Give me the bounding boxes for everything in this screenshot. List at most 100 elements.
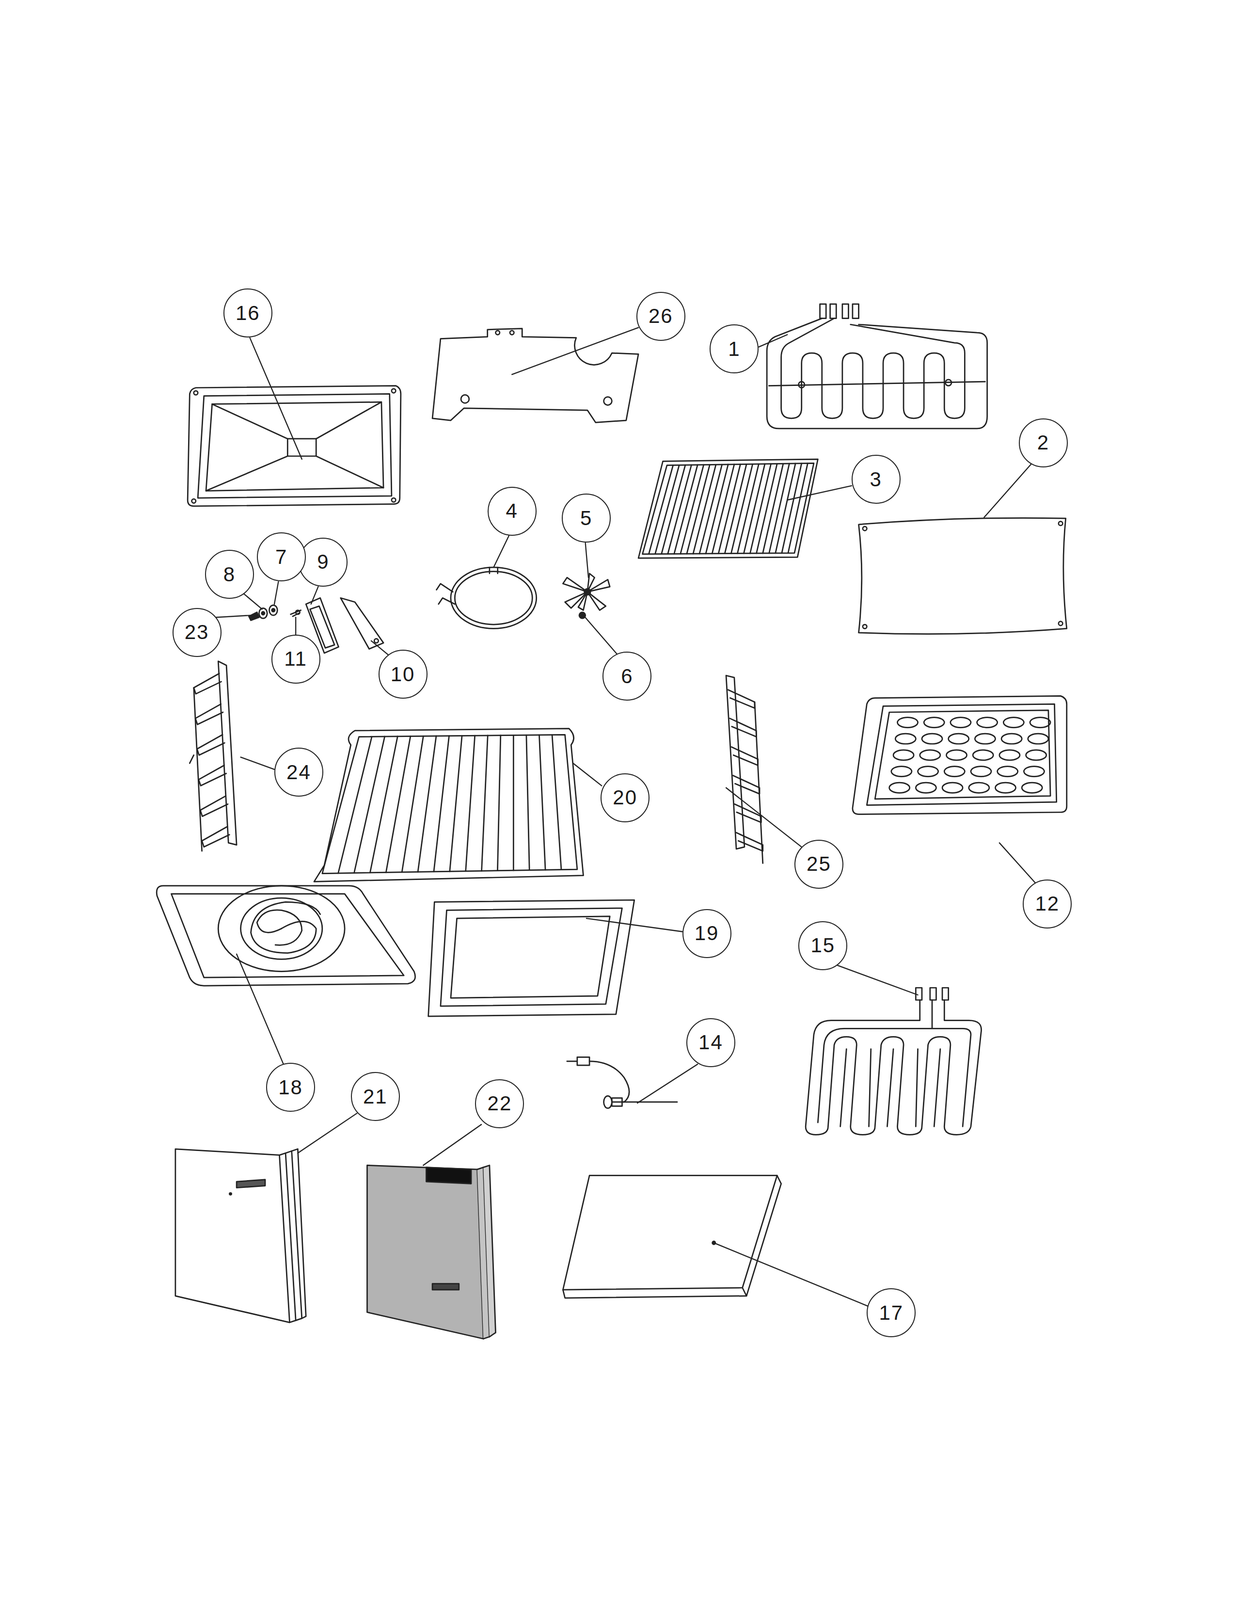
grill-pan <box>852 695 1067 814</box>
baking-pan <box>191 498 196 503</box>
manual-book <box>432 1283 460 1290</box>
baking-pan <box>316 456 384 488</box>
side-rack <box>193 687 203 851</box>
small-parts <box>271 608 275 612</box>
callout-circle: 23 <box>172 607 222 657</box>
temperature-probe <box>567 1060 578 1062</box>
callout-number: 18 <box>278 1077 303 1098</box>
heating-element <box>781 318 966 419</box>
fan-blade <box>562 573 610 611</box>
callout-circle: 3 <box>851 454 901 504</box>
bake-element <box>915 987 922 1000</box>
heating-element <box>842 303 849 318</box>
side-rack <box>196 734 225 755</box>
grill-pan <box>893 749 914 761</box>
leader-line <box>216 615 252 618</box>
side-rack <box>726 675 745 849</box>
grill-pan <box>1023 766 1045 777</box>
grill-pan <box>923 717 945 728</box>
wire-rack <box>743 463 765 554</box>
oven-rack <box>512 734 515 871</box>
wire-rack <box>718 464 741 554</box>
small-parts <box>290 610 302 617</box>
shallow-pan <box>450 916 610 998</box>
bake-element <box>817 999 971 1127</box>
grill-pan <box>918 766 939 777</box>
grill-pan <box>977 717 998 728</box>
callout-circle: 9 <box>298 537 348 587</box>
baking-pan <box>316 401 382 439</box>
leader-line <box>242 592 263 610</box>
baking-pan <box>206 456 288 492</box>
callout-number: 3 <box>870 469 883 490</box>
manual-book <box>483 1164 496 1337</box>
callout-circle: 14 <box>686 1017 736 1067</box>
shallow-pan <box>428 899 635 1016</box>
grill-pan <box>1021 782 1043 793</box>
callout-number: 24 <box>286 761 312 783</box>
callout-number: 15 <box>810 934 836 956</box>
grill-pan <box>852 695 1067 814</box>
shallow-pan <box>428 899 635 1016</box>
callout-number: 17 <box>878 1302 904 1323</box>
callout-circle: 5 <box>561 493 611 543</box>
small-parts <box>261 611 265 615</box>
grill-pan <box>1030 717 1051 728</box>
packing-box <box>562 1174 777 1290</box>
cover-plate <box>509 330 514 335</box>
leader-line <box>787 485 852 500</box>
grill-pan <box>970 766 992 777</box>
grill-pan <box>889 782 910 793</box>
oven-rack <box>314 728 584 882</box>
side-rack <box>189 661 237 851</box>
grill-pan <box>997 766 1018 777</box>
wire-rack <box>769 463 790 554</box>
oven-rack <box>481 735 489 871</box>
grill-pan <box>1026 749 1047 761</box>
heating-element <box>798 381 805 388</box>
oven-rack <box>449 735 462 872</box>
manual-book <box>291 1148 306 1318</box>
leader-line <box>572 762 602 786</box>
oven-rack <box>322 734 578 873</box>
callout-circle: 20 <box>600 773 650 823</box>
callout-circle: 12 <box>1022 879 1072 929</box>
callout-number: 11 <box>284 648 308 669</box>
manual-book <box>236 1179 266 1188</box>
callout-number: 5 <box>580 507 593 529</box>
callout-circle: 25 <box>794 839 844 889</box>
grill-pan <box>874 710 1051 799</box>
side-rack <box>195 703 223 725</box>
wire-rack <box>649 465 674 555</box>
heating-element <box>766 303 987 429</box>
small-parts <box>258 607 268 618</box>
callout-number: 10 <box>390 664 416 685</box>
cover-plate <box>432 328 639 423</box>
side-rack <box>200 795 228 817</box>
wire-rack <box>642 462 814 554</box>
grill-pan <box>866 703 1057 805</box>
baking-pan <box>206 401 384 491</box>
packing-box <box>562 1174 781 1298</box>
manual-book <box>366 1164 496 1339</box>
wire-rack <box>655 464 680 554</box>
leader-line <box>999 842 1036 883</box>
wire-rack <box>667 464 692 554</box>
flat-sheet <box>858 517 1067 634</box>
packing-box <box>712 1240 716 1244</box>
callout-circle: 7 <box>256 532 306 582</box>
side-rack <box>754 701 763 864</box>
side-rack <box>732 775 760 794</box>
heating-element <box>852 303 859 318</box>
callout-circle: 11 <box>271 634 321 684</box>
flat-sheet <box>862 526 867 531</box>
callout-number: 1 <box>728 338 741 360</box>
fan-cover <box>240 897 323 959</box>
manual-book <box>229 1192 232 1195</box>
baking-pan <box>287 438 317 457</box>
side-rack <box>198 764 227 786</box>
side-rack <box>734 803 762 823</box>
callout-circle: 26 <box>636 291 686 341</box>
